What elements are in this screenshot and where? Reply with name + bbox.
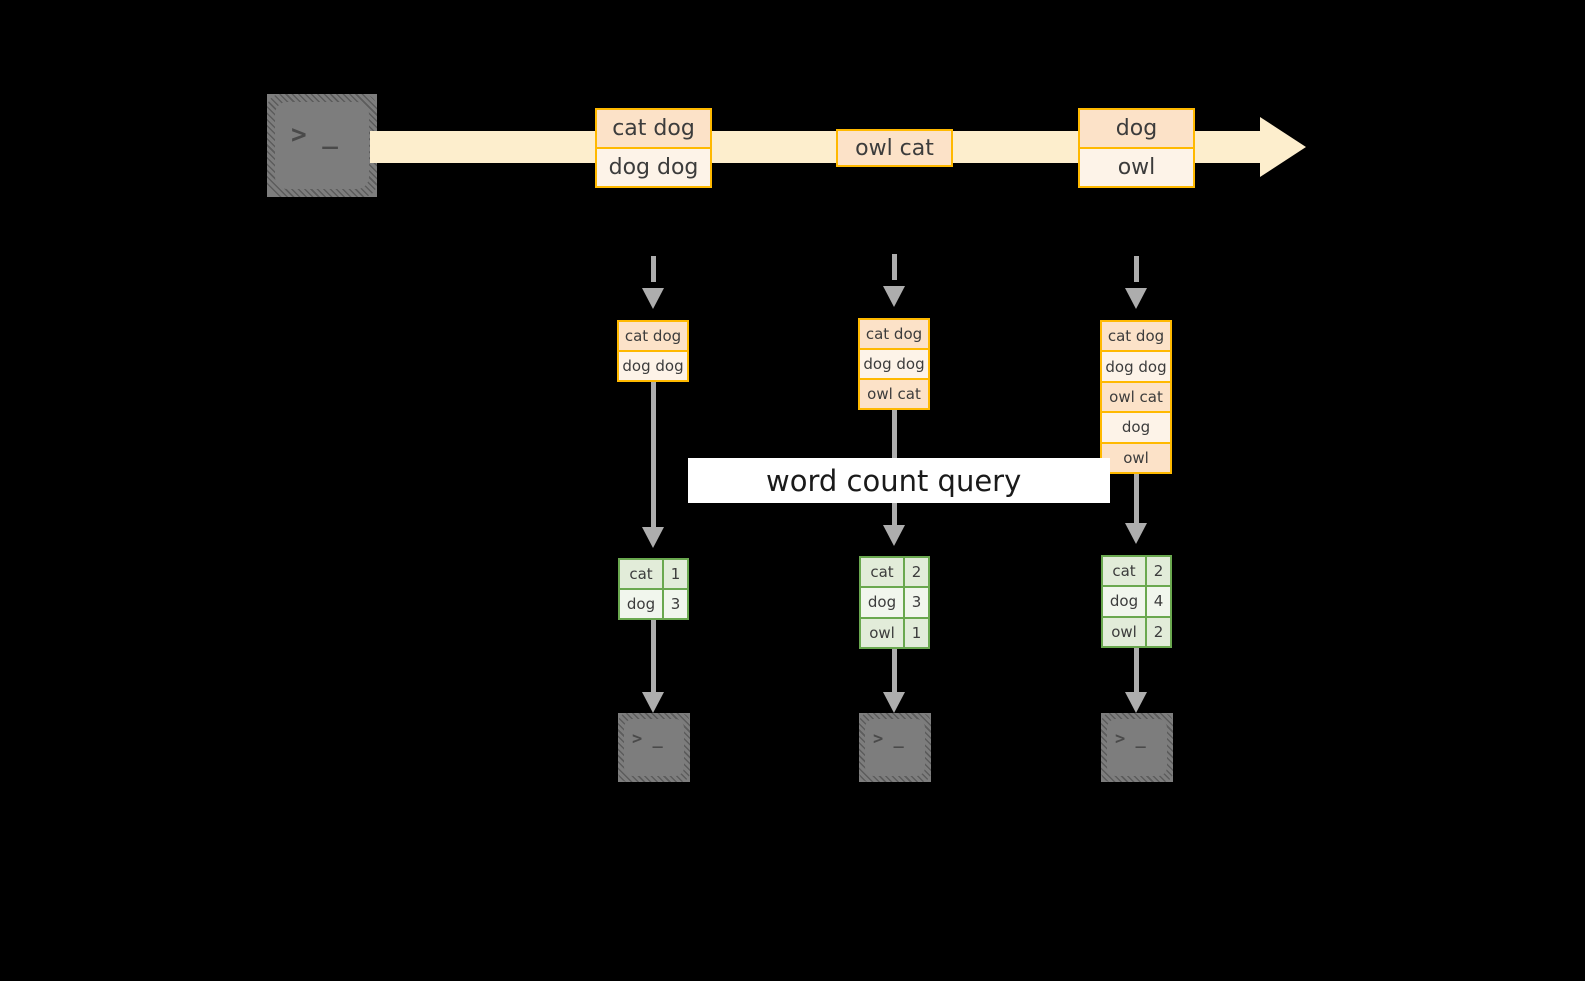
result-word: cat	[620, 560, 662, 588]
result-to-sink-arrowhead-1	[642, 692, 664, 713]
sink-terminal-3-prompt-icon: > _	[1115, 729, 1146, 749]
table-row: cat 2	[1103, 557, 1170, 586]
result-t2[interactable]: cat 2 dog 3 owl 1	[859, 556, 930, 649]
sink-terminal-2-body	[865, 719, 925, 776]
sink-terminal-1-prompt-icon: > _	[632, 729, 663, 749]
sink-terminal-1[interactable]: > _	[618, 713, 690, 782]
result-t1[interactable]: cat 1 dog 3	[618, 558, 689, 620]
table-row: owl 2	[1103, 615, 1170, 646]
result-word: cat	[1103, 557, 1145, 586]
snapshot-row: owl cat	[1102, 380, 1170, 412]
event-line: owl	[1080, 147, 1193, 186]
result-to-sink-arrowhead-2	[883, 692, 905, 713]
snapshot-row: cat dog	[619, 322, 687, 350]
event-group-1[interactable]: cat dog dog dog	[595, 108, 712, 188]
snapshot-row: dog dog	[860, 348, 928, 378]
table-row: dog 3	[861, 586, 928, 617]
result-count: 1	[662, 560, 687, 588]
result-word: dog	[620, 590, 662, 618]
table-row: owl 1	[861, 616, 928, 647]
snapshot-row: cat dog	[860, 320, 928, 348]
result-word: dog	[1103, 587, 1145, 616]
snapshot-to-result-arrowhead-3	[1125, 523, 1147, 544]
snapshot-row: cat dog	[1102, 322, 1170, 351]
event-line: dog	[1080, 110, 1193, 147]
result-to-sink-arrowhead-3	[1125, 692, 1147, 713]
result-count: 3	[903, 588, 928, 617]
result-count: 4	[1145, 587, 1170, 616]
sink-terminal-3[interactable]: > _	[1101, 713, 1173, 782]
result-count: 3	[662, 590, 687, 618]
snapshot-to-result-connector-3	[1134, 474, 1139, 523]
stream-to-snapshot-connector-1	[651, 256, 656, 282]
input-event-stream-arrowhead	[1260, 117, 1306, 177]
sink-terminal-2-prompt-icon: > _	[873, 729, 904, 749]
source-terminal-body	[275, 102, 369, 189]
snapshot-row: owl	[1102, 441, 1170, 473]
table-row: cat 2	[861, 558, 928, 587]
result-to-sink-connector-3	[1134, 648, 1139, 692]
sink-terminal-2[interactable]: > _	[859, 713, 931, 782]
word-count-query-label: word count query	[688, 458, 1110, 503]
snapshot-to-result-connector-1	[651, 382, 656, 527]
result-word: owl	[861, 618, 903, 647]
sink-terminal-3-body	[1107, 719, 1167, 776]
source-terminal-prompt-icon: > _	[291, 120, 338, 150]
snapshot-to-result-arrowhead-1	[642, 527, 664, 548]
event-group-3[interactable]: dog owl	[1078, 108, 1195, 188]
event-line: owl cat	[838, 131, 951, 165]
source-terminal[interactable]: > _	[267, 94, 377, 197]
result-to-sink-connector-1	[651, 620, 656, 692]
word-count-query-label-text: word count query	[766, 463, 1022, 498]
table-row: dog 3	[620, 588, 687, 618]
stream-to-snapshot-connector-2	[892, 254, 897, 280]
result-count: 2	[1145, 617, 1170, 646]
table-row: cat 1	[620, 560, 687, 588]
snapshot-to-result-arrowhead-2	[883, 525, 905, 546]
result-count: 2	[1145, 557, 1170, 586]
stream-to-snapshot-arrowhead-2	[883, 286, 905, 307]
snapshot-t1[interactable]: cat dog dog dog	[617, 320, 689, 382]
snapshot-row: dog	[1102, 411, 1170, 442]
sink-terminal-1-body	[624, 719, 684, 776]
result-count: 2	[903, 558, 928, 587]
stream-to-snapshot-connector-3	[1134, 256, 1139, 282]
result-t3[interactable]: cat 2 dog 4 owl 2	[1101, 555, 1172, 648]
event-line: cat dog	[597, 110, 710, 147]
snapshot-row: dog dog	[619, 350, 687, 380]
result-count: 1	[903, 618, 928, 647]
stream-to-snapshot-arrowhead-1	[642, 288, 664, 309]
event-group-2[interactable]: owl cat	[836, 129, 953, 167]
result-word: dog	[861, 588, 903, 617]
stream-to-snapshot-arrowhead-3	[1125, 288, 1147, 309]
snapshot-t3[interactable]: cat dog dog dog owl cat dog owl	[1100, 320, 1172, 474]
result-word: owl	[1103, 617, 1145, 646]
snapshot-row: owl cat	[860, 378, 928, 408]
result-to-sink-connector-2	[892, 649, 897, 692]
snapshot-t2[interactable]: cat dog dog dog owl cat	[858, 318, 930, 410]
snapshot-row: dog dog	[1102, 350, 1170, 381]
result-word: cat	[861, 558, 903, 587]
event-line: dog dog	[597, 147, 710, 186]
table-row: dog 4	[1103, 585, 1170, 616]
